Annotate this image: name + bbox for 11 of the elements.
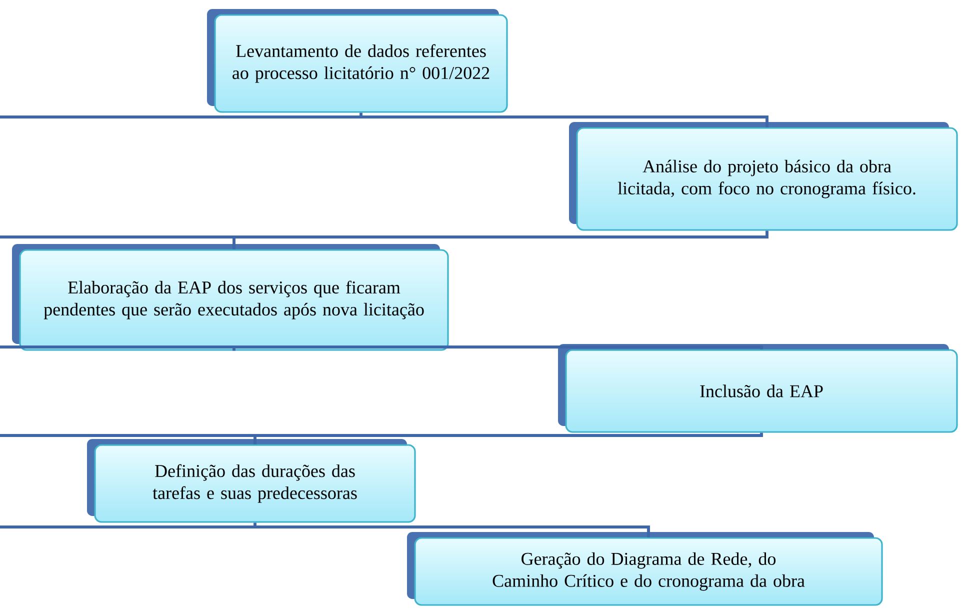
process-box: Inclusão da EAP — [558, 344, 958, 433]
process-box: Levantamento de dados referentes ao processo licitatório n° 001/2022 — [207, 9, 508, 113]
connector-line — [0, 522, 650, 538]
process-box: Elaboração da EAP dos serviços que ficaram pendentes que serão executados após nova licitação — [12, 244, 449, 351]
connector-line — [0, 431, 763, 445]
process-box: Definição das durações das tarefas e suas predecessoras — [87, 439, 416, 523]
process-box: Análise do projeto básico da obra licitada, com foco no cronograma físico. — [569, 122, 958, 231]
connector-line — [0, 346, 763, 352]
connector-line — [0, 230, 768, 250]
connector-line — [0, 112, 768, 128]
process-box: Geração do Diagrama de Rede, do Caminho Crítico e do cronograma da obra — [407, 532, 883, 606]
